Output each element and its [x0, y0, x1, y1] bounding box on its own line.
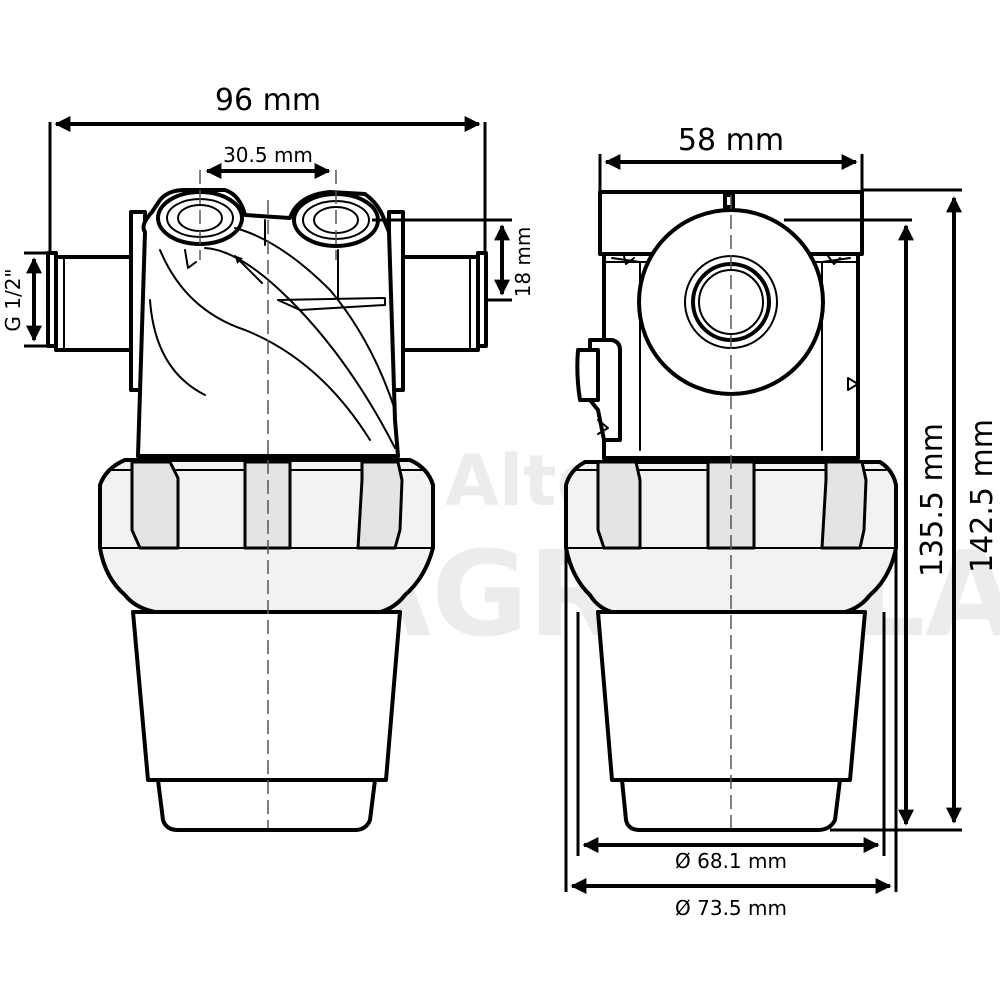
- label-height-body: 135.5 mm: [915, 423, 950, 577]
- dimension-lines: [24, 116, 962, 894]
- front-nut-ribs: [130, 460, 404, 550]
- internal-channel: [149, 219, 396, 449]
- left-connector: [46, 251, 133, 352]
- label-thread: G 1/2": [1, 268, 25, 331]
- label-side-width: 58 mm: [678, 123, 784, 158]
- side-nut-ribs: [596, 460, 868, 550]
- right-connector: [401, 251, 488, 352]
- front-view: [46, 170, 488, 832]
- side-view: [564, 190, 898, 832]
- label-nut-diameter: Ø 73.5 mm: [675, 896, 787, 920]
- front-bowl: [131, 610, 402, 782]
- front-bowl-base: [156, 778, 377, 832]
- dimension-labels: 96 mm 30.5 mm G 1/2" 18 mm 58 mm 135.5 m…: [1, 83, 1000, 920]
- label-overall-width: 96 mm: [215, 83, 321, 118]
- label-port-spacing: 30.5 mm: [223, 143, 313, 167]
- label-bowl-diameter: Ø 68.1 mm: [675, 849, 787, 873]
- label-port-offset: 18 mm: [511, 227, 535, 298]
- label-height-total: 142.5 mm: [965, 419, 1000, 573]
- side-knob: [575, 338, 622, 442]
